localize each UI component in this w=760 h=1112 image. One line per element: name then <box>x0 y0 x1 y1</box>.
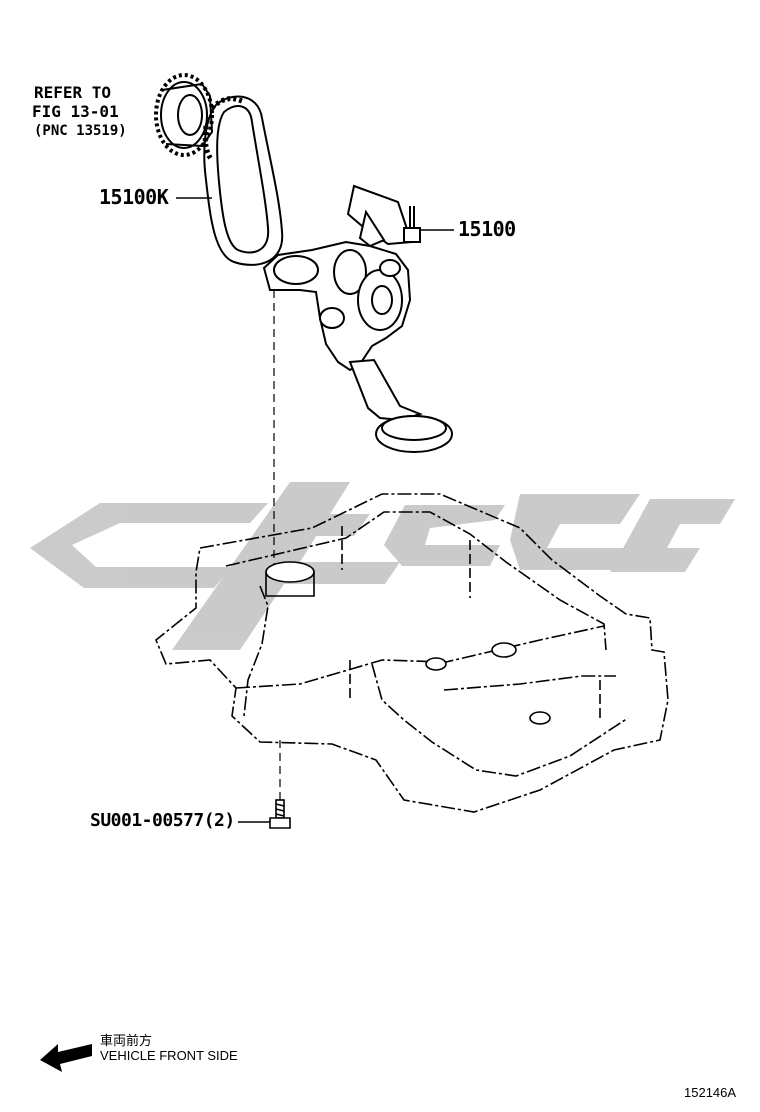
oil-pan <box>155 493 669 813</box>
direction-label-japanese: 車両前方 <box>100 1033 153 1048</box>
watermark-logo <box>30 482 735 650</box>
figure-code: 152146A <box>684 1085 737 1100</box>
bolt-part <box>269 799 291 829</box>
direction-label-english: VEHICLE FRONT SIDE <box>100 1048 238 1063</box>
leader-lines <box>176 197 454 823</box>
assembly-guide-lines <box>273 290 281 802</box>
front-direction-arrow <box>40 1044 92 1072</box>
pnc-reference: (PNC 13519) <box>34 123 127 139</box>
oil-pump-assembly <box>262 184 453 453</box>
oil-pan-details <box>265 526 601 725</box>
figure-reference-link[interactable]: FIG 13-01 <box>32 102 119 121</box>
part-callout-oil-pump[interactable]: 15100 <box>458 217 516 241</box>
part-callout-chain[interactable]: 15100K <box>99 185 169 209</box>
part-callout-bolt[interactable]: SU001-00577(2) <box>90 810 235 831</box>
refer-to-label: REFER TO <box>34 83 112 102</box>
timing-chain-and-sprocket <box>154 73 284 266</box>
